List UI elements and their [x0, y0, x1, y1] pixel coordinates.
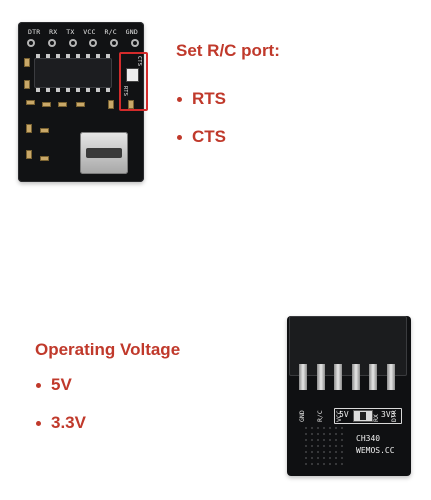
pin-label-rc: R/C: [316, 410, 325, 422]
pin-hole: [89, 39, 98, 47]
ic-chip: [34, 58, 112, 88]
pin-label-vcc: VCC: [83, 28, 96, 36]
smd-component: [40, 156, 49, 161]
voltage-option-5v: 5V: [35, 366, 86, 404]
bullet-dot-icon: [36, 382, 41, 388]
bullet-dot-icon: [177, 96, 182, 102]
smd-component: [108, 100, 114, 109]
pin-hole: [68, 39, 77, 47]
smd-component: [24, 80, 30, 89]
pin-hole: [47, 39, 56, 47]
smd-component: [42, 102, 51, 107]
pin-hole: [110, 39, 119, 47]
pin-hole: [27, 39, 35, 47]
chip-pins-top: [36, 54, 110, 58]
smd-component: [128, 100, 134, 109]
pin-label-dtr: DTR: [28, 28, 41, 36]
rc-switch-jumper: [126, 68, 139, 82]
smd-component: [26, 124, 32, 133]
pin-label-rx: RX: [49, 28, 58, 36]
voltage-option-label: 5V: [51, 375, 72, 394]
smd-component: [40, 128, 49, 133]
pcb-dot-pattern: [303, 425, 343, 465]
voltage-label-3v3: 3V3: [381, 410, 396, 419]
brand-label: WEMOS.CC: [356, 446, 395, 455]
voltage-label-5v: 5V: [339, 410, 349, 419]
rc-option-label: RTS: [192, 89, 226, 108]
pin-label-gnd: GND: [298, 410, 306, 422]
smd-component: [76, 102, 85, 107]
voltage-selector-outline: [334, 408, 402, 424]
rc-port-title: Set R/C port:: [176, 41, 280, 60]
rc-option-rts: RTS: [176, 80, 226, 118]
switch-label-cts: CTS: [136, 56, 142, 66]
bullet-dot-icon: [177, 134, 182, 140]
rc-switch-highlight-box: [119, 52, 148, 111]
smd-component: [26, 100, 35, 105]
pin-label-tx: TX: [66, 28, 75, 36]
voltage-option-label: 3.3V: [51, 413, 86, 432]
pin-hole: [130, 39, 139, 47]
rc-port-options: RTS CTS: [176, 80, 226, 156]
top-board-pin-labels: DTR RX TX VCC R/C GND: [28, 28, 138, 38]
voltage-title: Operating Voltage: [35, 340, 181, 359]
chip-name-label: CH340: [356, 434, 381, 443]
bullet-dot-icon: [36, 420, 41, 426]
smd-component: [24, 58, 30, 67]
rc-option-label: CTS: [192, 127, 226, 146]
voltage-switch-jumper: [353, 410, 373, 422]
micro-usb-slot: [86, 148, 122, 158]
chip-pins-bottom: [36, 88, 110, 92]
pin-label-rc: R/C: [104, 28, 117, 36]
pin-label-gnd: GND: [125, 28, 138, 36]
voltage-options: 5V 3.3V: [35, 366, 86, 442]
top-board-pin-holes: [27, 39, 139, 47]
voltage-option-3v3: 3.3V: [35, 404, 86, 442]
smd-component: [58, 102, 67, 107]
rc-option-cts: CTS: [176, 118, 226, 156]
smd-component: [26, 150, 32, 159]
switch-label-rts: RTS: [122, 86, 128, 96]
header-pins: [299, 364, 395, 390]
